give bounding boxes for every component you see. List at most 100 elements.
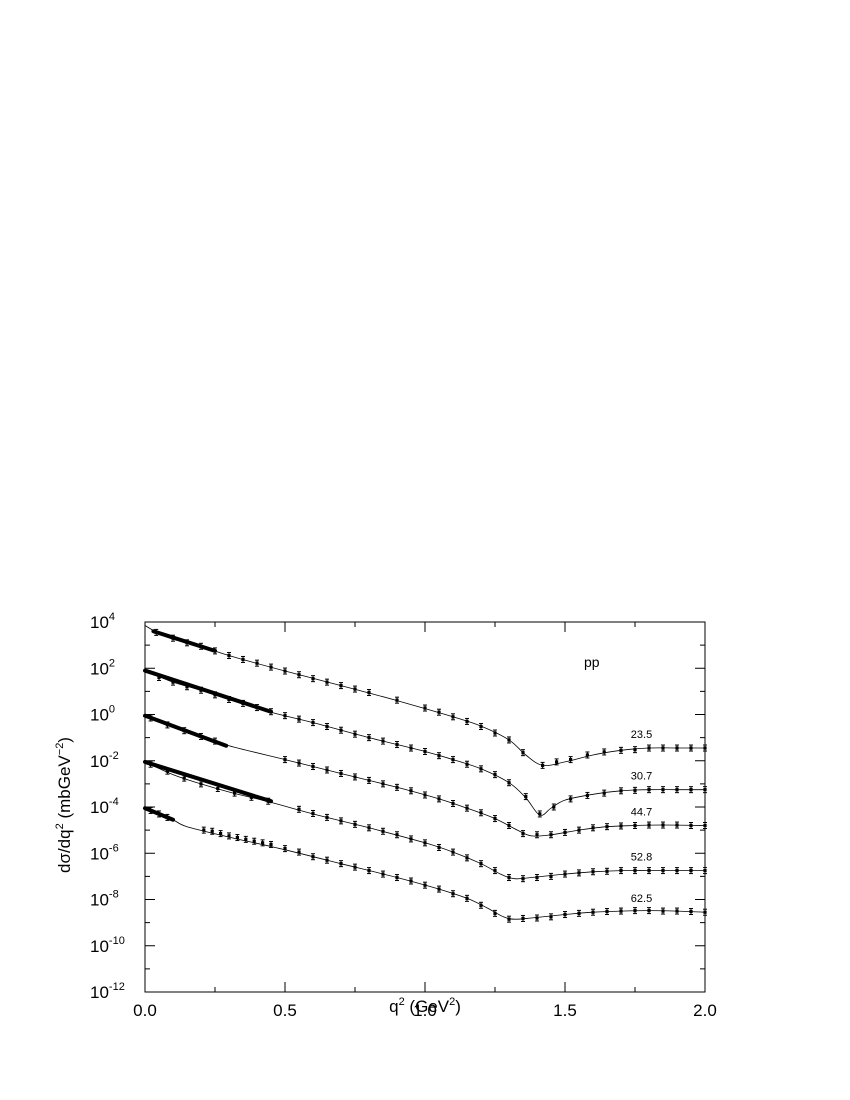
data-point: [479, 903, 483, 907]
data-point: [661, 788, 665, 792]
data-point: [493, 911, 497, 915]
data-point: [647, 746, 651, 750]
data-point: [507, 738, 511, 742]
data-point: [541, 763, 545, 767]
data-point: [409, 879, 413, 883]
data-point: [493, 868, 497, 873]
data-point: [591, 826, 595, 830]
series-layer: 23.530.744.752.862.5: [143, 625, 707, 923]
data-point: [521, 916, 525, 921]
data-point: [451, 892, 455, 896]
data-point: [227, 697, 231, 702]
data-point: [675, 868, 679, 873]
data-point: [367, 690, 371, 695]
data-point: [479, 724, 483, 729]
data-point: [633, 748, 637, 752]
data-point: [563, 830, 567, 835]
plot-border: [144, 621, 706, 993]
data-point: [157, 812, 161, 816]
data-point: [535, 916, 539, 920]
data-point: [149, 808, 153, 813]
data-point: [479, 767, 483, 771]
data-point: [381, 829, 385, 833]
data-point: [311, 677, 315, 681]
data-point: [619, 824, 623, 828]
y-tick-base: 10: [90, 752, 109, 771]
data-point: [703, 910, 707, 914]
data-point: [577, 911, 581, 915]
data-point: [507, 875, 511, 880]
x-tick-label: 2.0: [693, 1001, 717, 1020]
data-point: [202, 828, 206, 832]
data-point: [703, 868, 707, 873]
y-tick-label: 10-2: [90, 750, 119, 771]
data-point: [647, 868, 651, 873]
y-axis-label: dσ/dq2 (mbGeV−2): [54, 737, 74, 873]
data-point: [157, 675, 161, 680]
data-point: [353, 732, 357, 736]
data-point: [241, 657, 245, 662]
data-point: [507, 823, 511, 828]
data-point: [437, 754, 441, 758]
data-point: [165, 769, 169, 773]
data-point: [165, 815, 169, 820]
x-tick-label: 1.5: [553, 1001, 577, 1020]
y-tick-label: 10-12: [90, 981, 125, 1002]
data-point: [353, 687, 357, 691]
data-point: [661, 909, 665, 913]
data-point: [219, 831, 223, 836]
data-point: [555, 760, 559, 764]
y-tick-base: 10: [90, 983, 109, 1002]
data-point: [182, 729, 186, 733]
data-point: [381, 782, 385, 786]
y-tick-exponent: -10: [109, 935, 125, 947]
data-point: [199, 688, 203, 692]
data-point: [213, 693, 217, 697]
data-point: [339, 683, 343, 688]
data-point: [233, 791, 237, 795]
data-point: [423, 706, 427, 710]
data-point: [311, 811, 315, 816]
data-point: [605, 825, 609, 829]
y-tick-exponent: -2: [109, 750, 119, 762]
data-point: [605, 869, 609, 873]
data-point: [524, 794, 528, 799]
data-point: [325, 815, 329, 820]
y-tick-base: 10: [90, 891, 109, 910]
data-point: [423, 749, 427, 754]
data-point: [154, 630, 158, 635]
data-point: [235, 835, 239, 840]
data-point: [619, 748, 623, 752]
data-point: [689, 823, 693, 828]
y-tick-label: 10-6: [90, 842, 119, 863]
data-point: [549, 915, 553, 919]
data-point: [479, 862, 483, 866]
data-point: [395, 742, 399, 747]
data-point: [633, 788, 637, 792]
data-point: [563, 872, 567, 876]
data-point: [311, 855, 315, 859]
data-point: [367, 778, 371, 783]
x-tick-label: 0.0: [133, 1001, 157, 1020]
series-label: 52.8: [631, 852, 652, 864]
data-point: [165, 723, 169, 727]
data-point: [171, 636, 175, 640]
data-point: [437, 887, 441, 891]
series-30-7: 30.7: [143, 668, 707, 818]
data-point: [185, 641, 189, 645]
data-point: [339, 819, 343, 823]
data-point: [395, 785, 399, 789]
data-point: [311, 764, 315, 769]
data-point: [661, 746, 665, 750]
data-point: [549, 874, 553, 878]
data-point: [325, 724, 329, 729]
series-label: 44.7: [631, 807, 652, 819]
data-point: [353, 775, 357, 779]
data-point: [465, 896, 469, 900]
data-point: [437, 710, 441, 714]
data-point: [535, 875, 539, 880]
y-tick-label: 104: [90, 611, 115, 632]
series-62-5: 62.5: [143, 806, 707, 923]
data-point: [423, 793, 427, 797]
y-tick-label: 10-4: [90, 796, 119, 817]
